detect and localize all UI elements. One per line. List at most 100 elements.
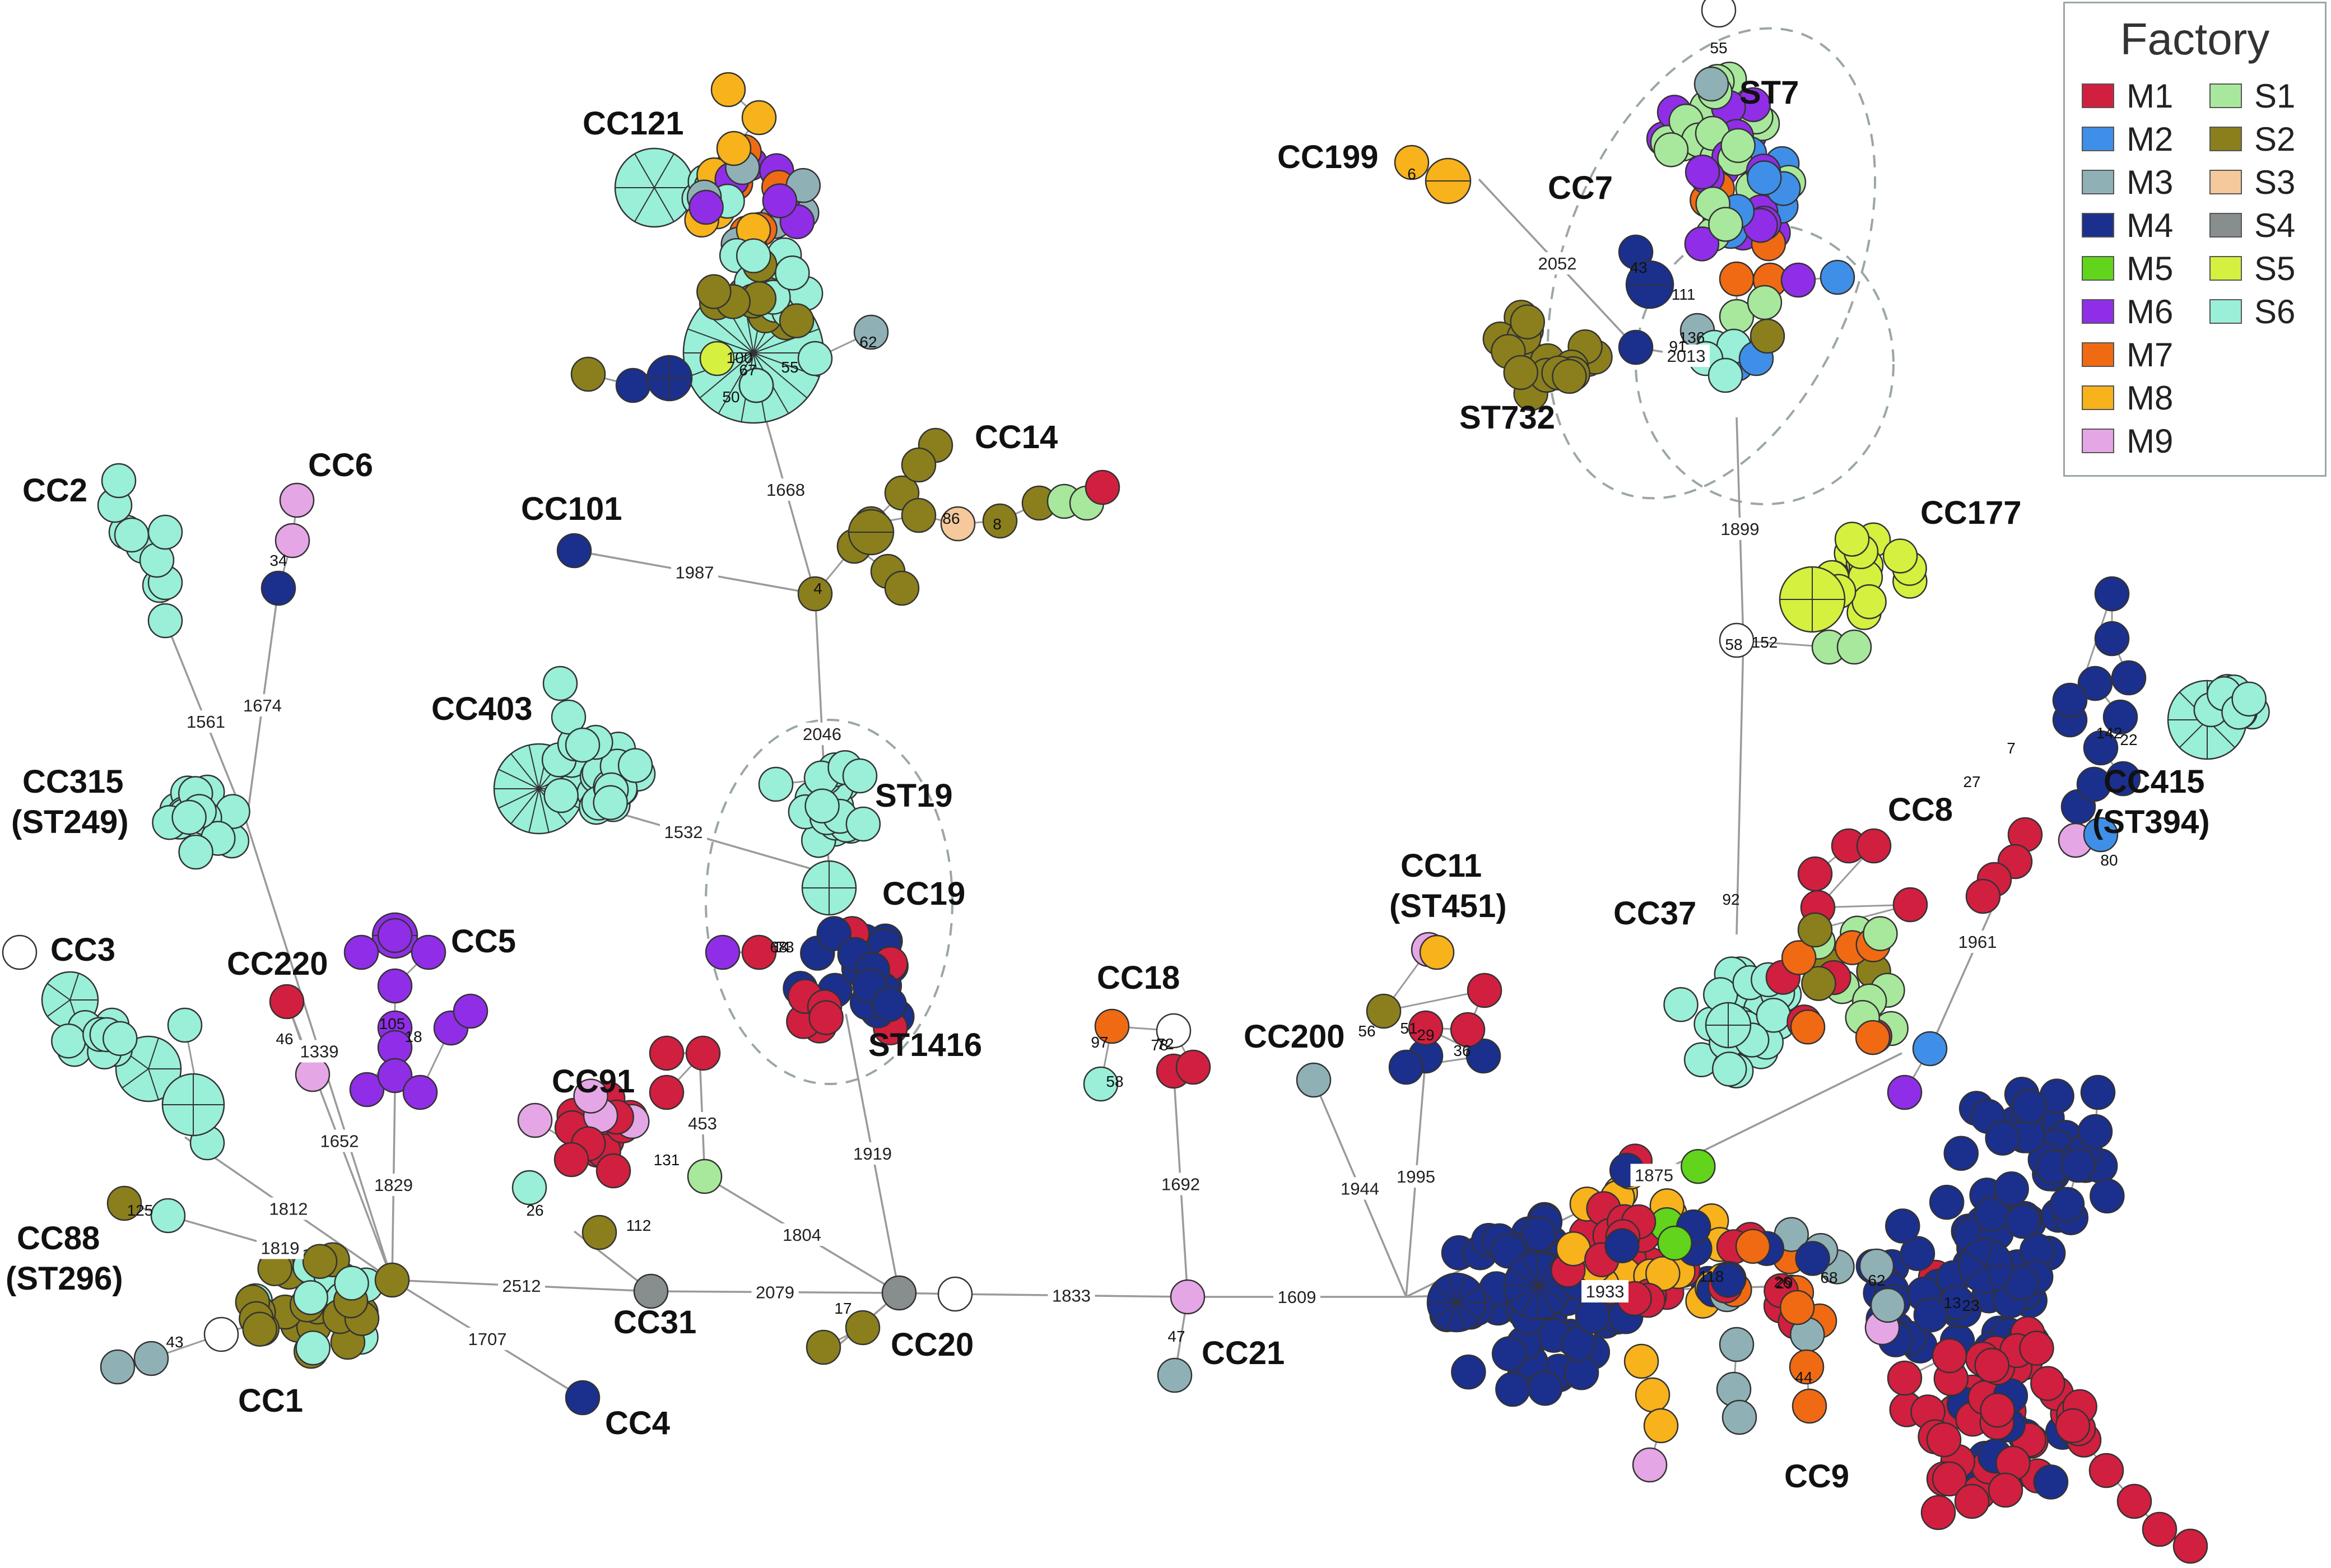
isolate-node	[2083, 730, 2119, 766]
edge-label: 1707	[468, 1329, 507, 1349]
node-sector-line	[528, 745, 539, 789]
cluster-label-line: CC315	[22, 764, 124, 800]
isolate-node	[1719, 622, 1755, 658]
isolate-node	[595, 1153, 631, 1189]
edge-label-bg	[671, 561, 718, 584]
node-sector-line	[1537, 1285, 1567, 1303]
cluster-label: CC1	[238, 1383, 303, 1419]
isolate-node	[260, 570, 296, 606]
node-count-label: 4	[813, 580, 822, 597]
edge-label-bg	[1716, 518, 1764, 540]
edge-label-bg	[370, 1174, 417, 1196]
isolate-node	[1747, 285, 1783, 320]
node-sector-line	[1537, 1256, 1555, 1286]
isolate-node	[2111, 660, 2147, 696]
node-sector-line	[46, 983, 71, 1001]
isolate-node	[242, 1311, 277, 1347]
isolate-node	[775, 255, 810, 291]
legend-label: M5	[2127, 249, 2174, 287]
isolate-node	[1632, 1447, 1668, 1483]
legend-label: M1	[2127, 77, 2174, 115]
node-sector-line	[510, 753, 539, 789]
isolate-node	[1887, 1074, 1923, 1110]
isolate-node	[699, 341, 735, 376]
isolate-node	[1851, 584, 1887, 620]
node-sector-line	[148, 1068, 159, 1100]
isolate-node	[1912, 1031, 1948, 1067]
edge-label-bg	[464, 1328, 511, 1350]
isolate-node	[1985, 1120, 2020, 1156]
isolate-node	[1394, 145, 1430, 180]
legend-label: S5	[2254, 249, 2296, 287]
node-count-label: 78	[1151, 1036, 1168, 1054]
isolate-node	[1085, 469, 1120, 505]
isolate-node	[1920, 1495, 1956, 1530]
cluster-label: CC20	[891, 1327, 974, 1363]
isolate-node	[1900, 1236, 1935, 1271]
isolate-node	[884, 570, 920, 606]
edge-label-bg	[1048, 1284, 1095, 1307]
node-sector-line	[1520, 1256, 1538, 1286]
isolate-node	[1653, 132, 1689, 167]
isolate-node	[1083, 1066, 1119, 1102]
node-sector-line	[687, 328, 754, 353]
isolate-node	[1859, 1248, 1895, 1284]
isolate-node	[453, 993, 488, 1029]
isolate-node	[570, 356, 606, 392]
isolate-node	[1366, 993, 1402, 1029]
isolate-node	[551, 699, 587, 735]
edge-label-bg	[265, 1197, 312, 1220]
edge-label: 2046	[803, 724, 841, 744]
legend-swatch	[2082, 429, 2114, 453]
legend-label: M8	[2127, 379, 2174, 417]
node-count-label: 68	[770, 938, 787, 956]
node-sector-line	[148, 1037, 159, 1069]
isolate-node	[804, 788, 840, 823]
cluster-label: CC403	[431, 691, 533, 727]
legend-title: Factory	[2120, 14, 2270, 64]
legend-swatch	[2209, 256, 2242, 281]
edge-label-bg	[762, 478, 809, 501]
node-count-label: 43	[1630, 259, 1647, 276]
node-count-label: 18	[404, 1028, 422, 1045]
node-count-label: 29	[1775, 1274, 1793, 1292]
isolate-node	[779, 303, 815, 338]
isolate-node	[106, 1185, 142, 1221]
cluster-label: CC6	[308, 447, 373, 483]
node-count-label: 112	[626, 1217, 652, 1234]
cluster-label-line: (ST394)	[2092, 804, 2210, 840]
cluster-label: CC121	[583, 105, 684, 142]
legend-item-m3: M3	[2082, 164, 2173, 201]
node-count-label: 46	[276, 1030, 293, 1048]
node-count-label: 136	[1679, 329, 1705, 346]
cluster-label: CC4	[605, 1405, 670, 1441]
isolate-node	[1693, 66, 1729, 102]
legend-swatch	[2082, 385, 2114, 410]
legend-item-m4: M4	[2082, 207, 2173, 244]
isolate-node	[565, 727, 601, 763]
isolate-node	[553, 1142, 589, 1178]
legend-item-m9: M9	[2082, 422, 2173, 460]
isolate-node	[736, 238, 771, 273]
isolate-node	[1521, 1216, 1557, 1251]
node-count-label: 131	[654, 1151, 680, 1169]
isolate-node	[1681, 1148, 1716, 1184]
node-count-label: 100	[727, 349, 753, 366]
node-sector-line	[1964, 1249, 1986, 1267]
isolate-node	[685, 1035, 721, 1071]
isolate-node	[103, 1021, 138, 1057]
isolate-node	[581, 1215, 617, 1250]
edge-label: 1804	[783, 1225, 821, 1245]
edge-label-bg	[660, 821, 707, 843]
node-sector-line	[654, 153, 674, 188]
cluster-label-line: (ST249)	[11, 804, 129, 840]
isolate-node	[1561, 1326, 1596, 1362]
isolate-node	[1913, 1297, 1949, 1333]
legend-label: S1	[2254, 77, 2296, 115]
isolate-node	[758, 766, 794, 802]
isolate-node	[293, 1280, 328, 1315]
isolate-node	[937, 1276, 973, 1312]
node-count-label: 86	[942, 510, 960, 527]
cluster-label: CC315 (ST249)	[11, 764, 129, 840]
